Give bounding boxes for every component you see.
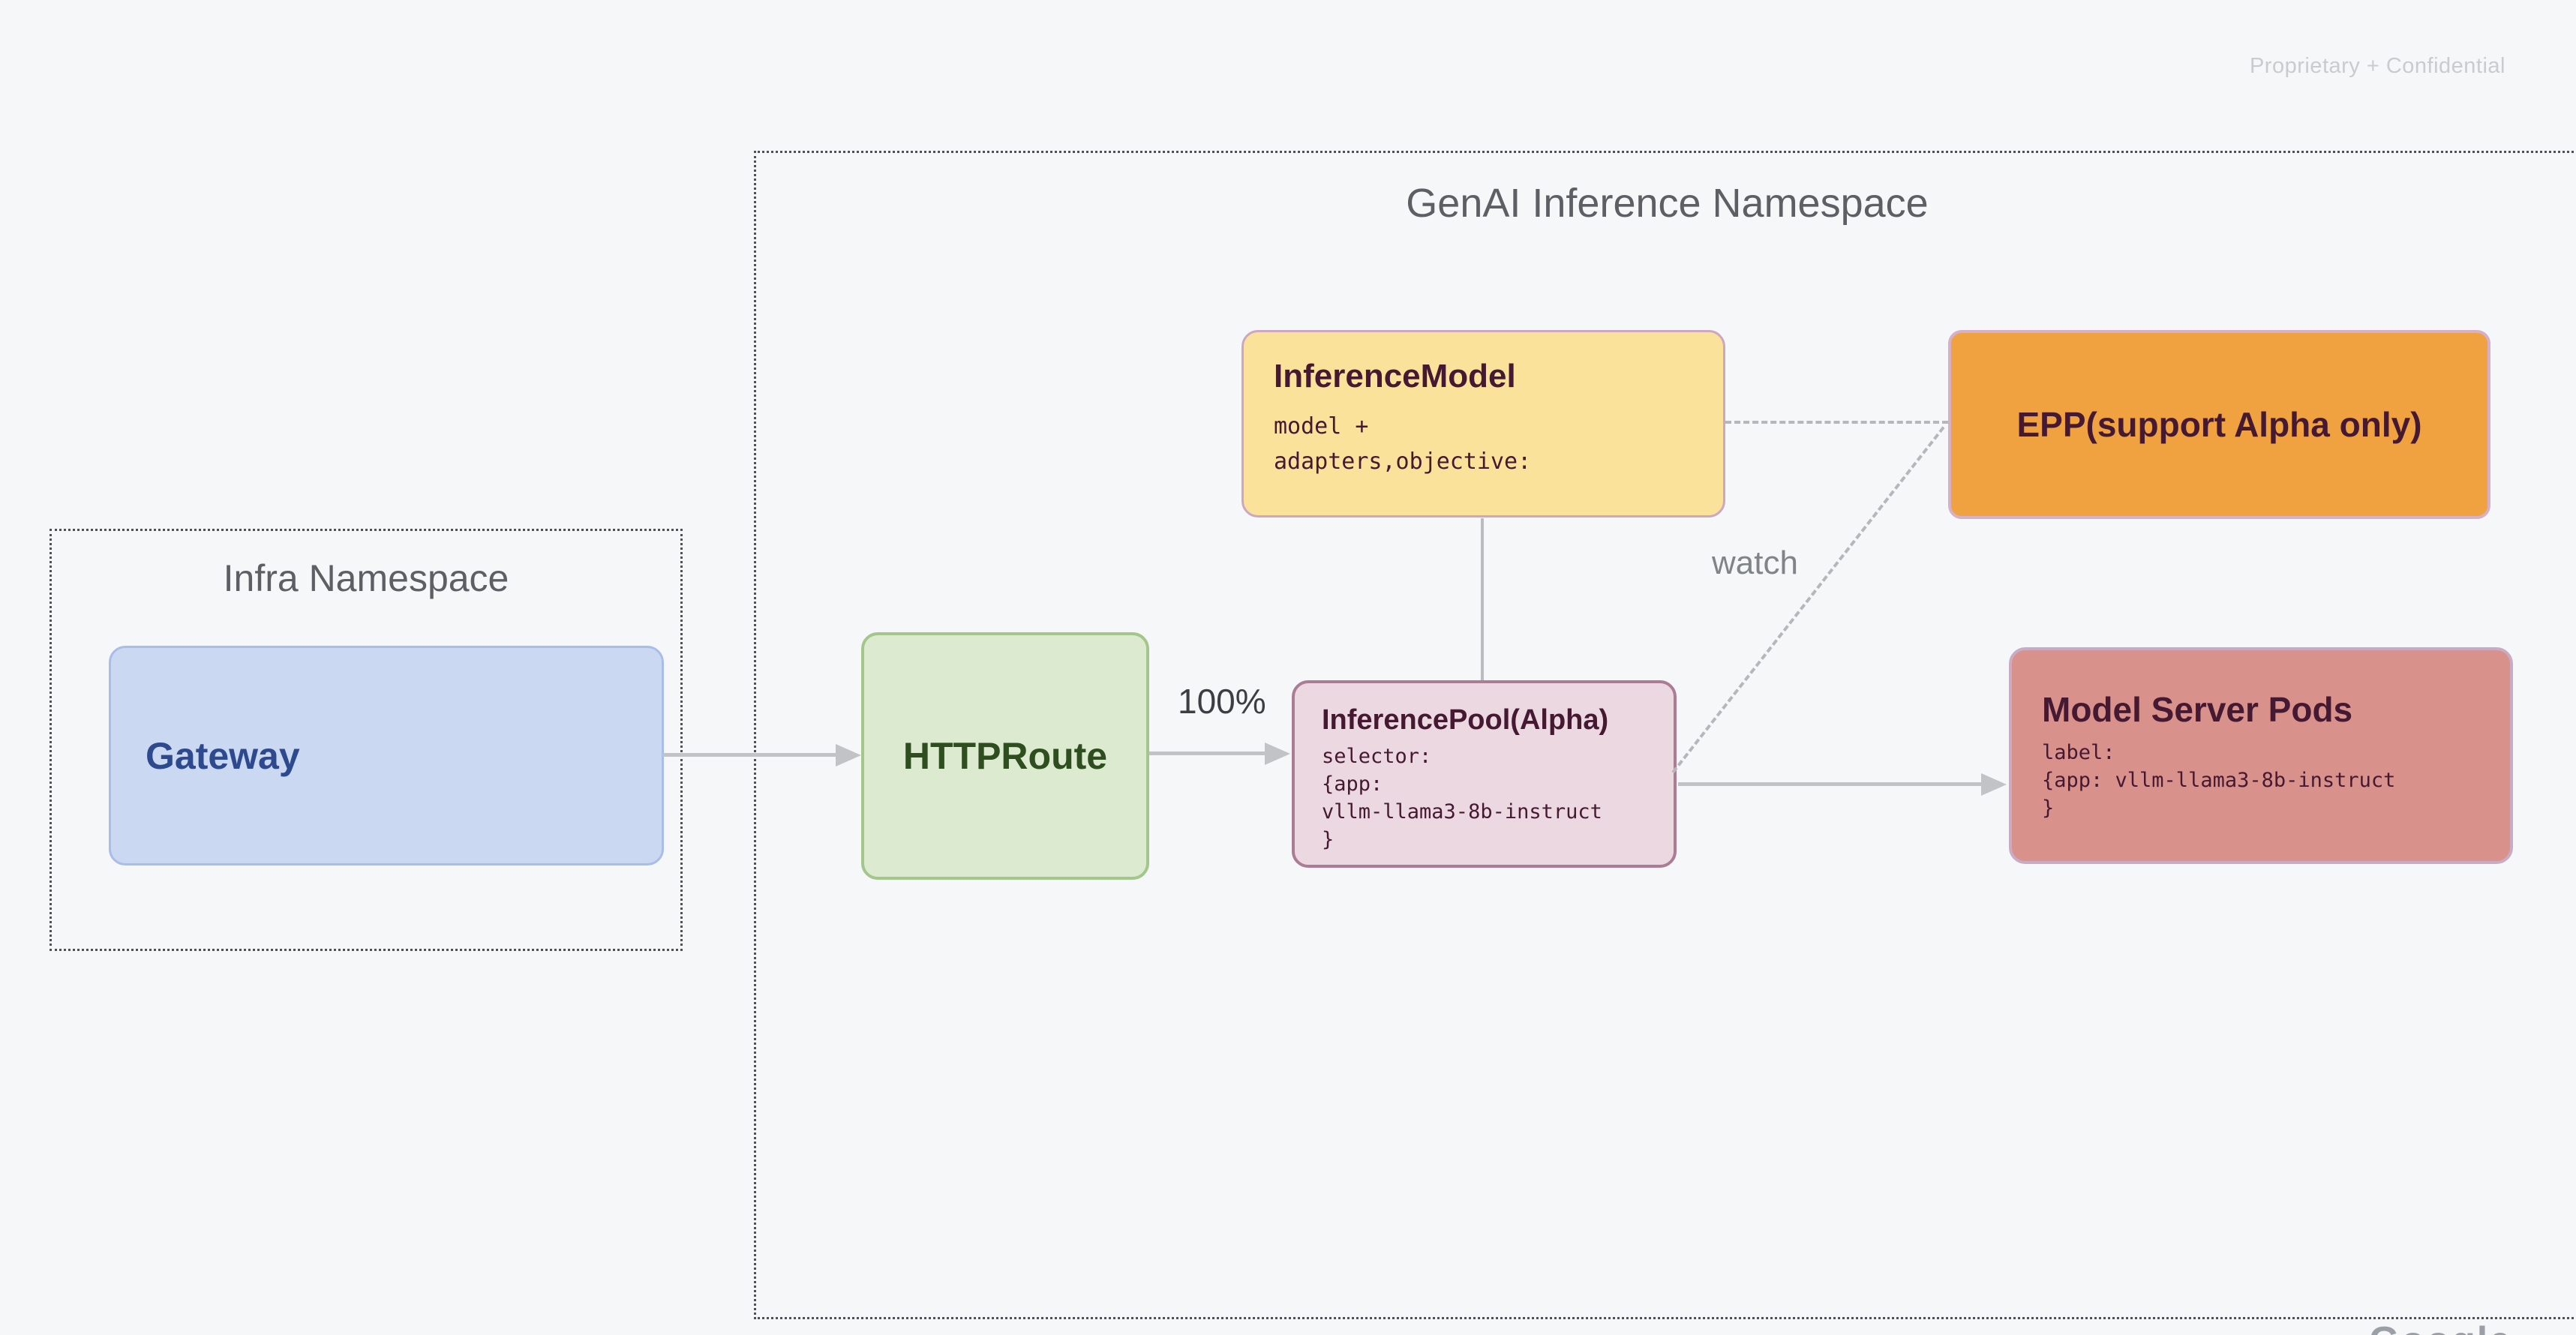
edge-gateway-to-httproute [662, 753, 838, 757]
edge-inference-pool-to-model-server-pods [1678, 782, 1983, 786]
inference-pool-spec: selector: {app: vllm-llama3-8b-instruct … [1322, 742, 1674, 854]
code-line: {app: vllm-llama3-8b-instruct [2042, 769, 2396, 792]
arrowhead-icon [1981, 773, 2007, 796]
inference-pool-node: InferencePool(Alpha) selector: {app: vll… [1292, 680, 1677, 868]
code-line: } [1322, 828, 1335, 851]
code-line: label: [2042, 741, 2115, 764]
gateway-node: Gateway [109, 646, 664, 866]
google-logo: Google [2369, 1318, 2512, 1335]
code-line: vllm-llama3-8b-instruct [1322, 800, 1602, 824]
edge-watch-label: watch [1712, 544, 1798, 581]
genai-namespace-box: GenAI Inference Namespace [754, 151, 2576, 1319]
edge-inference-model-to-epp [1725, 421, 1948, 424]
inference-model-title: InferenceModel [1274, 358, 1516, 394]
inference-pool-title: InferencePool(Alpha) [1322, 704, 1609, 736]
edge-inference-model-to-inference-pool [1481, 518, 1484, 680]
model-server-pods-title: Model Server Pods [2042, 690, 2353, 729]
infra-namespace-box: Infra Namespace [50, 529, 683, 951]
inference-model-node: InferenceModel model + adapters,objectiv… [1241, 330, 1725, 518]
code-line: model + [1274, 413, 1369, 440]
inference-model-spec: model + adapters,objective: [1274, 409, 1723, 479]
genai-namespace-label: GenAI Inference Namespace [1406, 181, 1929, 226]
model-server-pods-node: Model Server Pods label: {app: vllm-llam… [2009, 647, 2513, 864]
edge-weight-label: 100% [1178, 682, 1266, 721]
epp-label: EPP(support Alpha only) [2016, 405, 2422, 444]
confidential-label: Proprietary + Confidential [2249, 54, 2505, 78]
epp-node: EPP(support Alpha only) [1948, 330, 2490, 519]
edge-httproute-to-inference-pool [1149, 752, 1267, 755]
arrowhead-icon [1265, 742, 1290, 765]
code-line: selector: [1322, 745, 1432, 768]
code-line: adapters,objective: [1274, 448, 1532, 475]
arrowhead-icon [836, 744, 861, 766]
code-line: {app: [1322, 772, 1383, 796]
gateway-label: Gateway [146, 734, 300, 777]
httproute-label: HTTPRoute [902, 735, 1108, 777]
model-server-pods-spec: label: {app: vllm-llama3-8b-instruct } [2042, 739, 2510, 822]
httproute-node: HTTPRoute [861, 632, 1149, 880]
code-line: } [2042, 796, 2055, 820]
infra-namespace-label: Infra Namespace [223, 557, 509, 599]
